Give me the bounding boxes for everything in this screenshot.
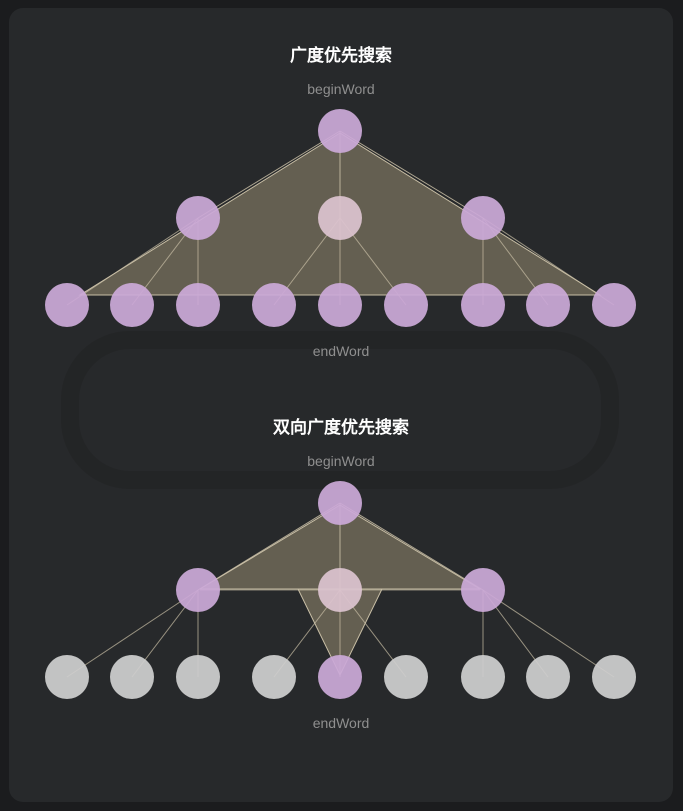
bfs-level2-node-2 bbox=[318, 196, 362, 240]
bfs-edge-root-l2-3 bbox=[339, 130, 484, 219]
bfs-level3-node-8 bbox=[526, 283, 570, 327]
bfs-level2-node-1 bbox=[176, 196, 220, 240]
bfs-level2-node-3 bbox=[461, 196, 505, 240]
watermark bbox=[61, 331, 619, 489]
bidirectional-bfs-level3-node-7 bbox=[461, 655, 505, 699]
bidirectional-bfs-begin-node bbox=[318, 481, 362, 525]
bfs-begin-node bbox=[318, 109, 362, 153]
bidirectional-bfs-level3-node-8 bbox=[526, 655, 570, 699]
bfs-edge-l2-l3-9 bbox=[482, 217, 615, 306]
bfs-edge-root-l2-1 bbox=[197, 130, 341, 219]
bidirectional-bfs-level3-node-3 bbox=[176, 655, 220, 699]
bfs-end-label: endWord bbox=[313, 343, 370, 359]
bidirectional-bfs-title: 双向广度优先搜索 bbox=[273, 417, 409, 438]
bfs-title: 广度优先搜索 bbox=[290, 45, 392, 66]
bfs-diagram: 广度优先搜索 beginWord endWord bbox=[45, 45, 636, 359]
bidirectional-bfs-level3-node-9 bbox=[592, 655, 636, 699]
bidirectional-bfs-level3-node-2 bbox=[110, 655, 154, 699]
bidirectional-bfs-level2-node-3 bbox=[461, 568, 505, 612]
bidirectional-bfs-diagram: 双向广度优先搜索 beginWord endWord bbox=[45, 417, 636, 731]
bfs-level3-node-3 bbox=[176, 283, 220, 327]
bidirectional-bfs-level2-node-2 bbox=[318, 568, 362, 612]
bidirectional-bfs-begin-label: beginWord bbox=[307, 453, 374, 469]
bfs-edge-l2-l3-1 bbox=[66, 217, 199, 306]
bidirectional-bfs-level3-node-4 bbox=[252, 655, 296, 699]
bfs-begin-label: beginWord bbox=[307, 81, 374, 97]
bfs-level3-node-2 bbox=[110, 283, 154, 327]
bidirectional-bfs-edge-l2-l3-9 bbox=[482, 589, 615, 678]
bidirectional-bfs-level3-node-1 bbox=[45, 655, 89, 699]
bfs-level3-node-4 bbox=[252, 283, 296, 327]
bidirectional-bfs-end-label: endWord bbox=[313, 715, 370, 731]
bfs-end-node bbox=[318, 283, 362, 327]
bidirectional-bfs-level2-node-1 bbox=[176, 568, 220, 612]
bidirectional-bfs-level3-node-6 bbox=[384, 655, 428, 699]
bfs-level3-node-6 bbox=[384, 283, 428, 327]
bfs-level3-node-7 bbox=[461, 283, 505, 327]
bidirectional-bfs-end-node bbox=[318, 655, 362, 699]
bidirectional-bfs-edge-l2-l3-1 bbox=[66, 589, 199, 678]
bfs-level3-node-1 bbox=[45, 283, 89, 327]
bidirectional-bfs-edge-root-l2-1 bbox=[197, 502, 341, 591]
bidirectional-bfs-edge-root-l2-3 bbox=[339, 502, 484, 591]
bfs-level3-node-9 bbox=[592, 283, 636, 327]
